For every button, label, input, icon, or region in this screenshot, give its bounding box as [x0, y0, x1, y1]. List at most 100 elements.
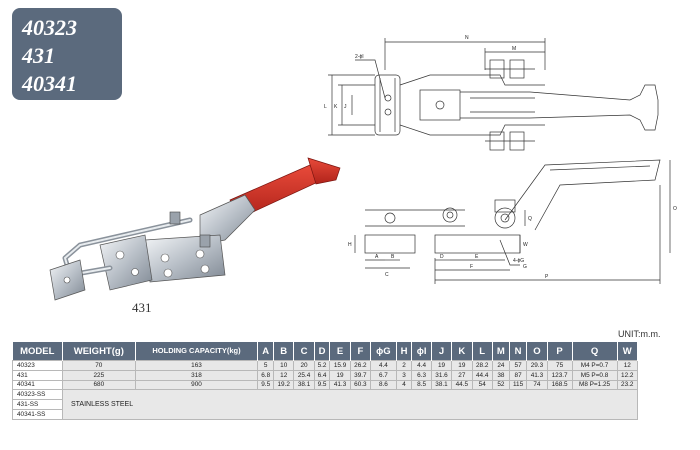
table-cell-model: 40323: [12, 360, 63, 371]
table-cell: 27: [451, 369, 473, 381]
col-header-b: B: [273, 342, 295, 361]
table-cell: M4 P=0.7: [571, 360, 618, 371]
table-cell: 25.4: [293, 369, 315, 381]
table-cell-model: 40341: [12, 379, 63, 391]
table-cell: 9.5: [257, 379, 275, 391]
photo-caption: 431: [132, 300, 152, 315]
col-header-holding-capacity: HOLDING CAPACITY(kg): [135, 342, 259, 361]
table-cell: M8 P=1.25: [571, 379, 618, 391]
table-cell-ss-model: 40323-SS: [12, 389, 63, 401]
dim-label-j: J: [344, 104, 347, 110]
table-cell: 38.1: [430, 379, 453, 391]
dim-label-p: P: [545, 274, 549, 280]
col-header-w: W: [617, 342, 638, 361]
dim-label-b: B: [391, 254, 395, 260]
table-cell-ss-model: 40341-SS: [12, 408, 63, 420]
dim-label-k: K: [334, 104, 338, 110]
table-cell: 44.4: [471, 369, 493, 381]
table-cell: 52: [491, 379, 510, 391]
table-cell: 38.1: [293, 379, 315, 391]
col-header-phi-g: ϕG: [370, 342, 397, 361]
table-cell-model: 431: [12, 369, 63, 381]
table-header-row: MODEL WEIGHT(g) HOLDING CAPACITY(kg) A B…: [12, 342, 638, 361]
dim-label-h: H: [348, 242, 352, 248]
table-cell: 6.7: [370, 369, 397, 381]
col-header-c: C: [293, 342, 315, 361]
table-cell: 8.6: [370, 379, 397, 391]
col-header-d: D: [314, 342, 331, 361]
table-cell: 12: [616, 360, 638, 371]
table-cell: 5.2: [313, 360, 331, 371]
col-header-model: MODEL: [12, 342, 63, 361]
col-header-h: H: [396, 342, 413, 361]
dim-label-c: C: [385, 272, 389, 278]
table-cell-ss-model: 431-SS: [12, 399, 63, 410]
table-cell: 26.2: [349, 360, 372, 371]
table-cell: 163: [134, 360, 259, 371]
table-cell: 54: [471, 379, 493, 391]
spec-table: MODEL WEIGHT(g) HOLDING CAPACITY(kg) A B…: [12, 342, 638, 420]
table-cell: 31.6: [430, 369, 453, 381]
table-cell: 123.7: [546, 369, 573, 381]
dim-label-d: D: [440, 254, 444, 260]
model-number-1: 40323: [22, 15, 77, 40]
table-cell: 87: [508, 369, 528, 381]
table-cell: 39.7: [349, 369, 372, 381]
dim-label-n: N: [465, 35, 469, 41]
model-number-2: 431: [22, 43, 55, 68]
table-cell: 8.5: [411, 379, 432, 391]
col-header-f: F: [350, 342, 372, 361]
table-cell: 4: [395, 379, 413, 391]
model-number-3: 40341: [22, 71, 77, 96]
dim-label-e: E: [475, 254, 479, 260]
table-cell: 57: [508, 360, 528, 371]
col-header-e: E: [329, 342, 351, 361]
table-cell: 15.9: [329, 360, 351, 371]
col-header-j: J: [431, 342, 453, 361]
table-cell: 12: [273, 369, 295, 381]
dim-label-g: G: [523, 264, 527, 270]
col-header-weight: WEIGHT(g): [62, 342, 136, 361]
unit-label: UNIT:m.m.: [618, 329, 661, 339]
dim-label-w: W: [523, 242, 528, 248]
col-header-p: P: [547, 342, 573, 361]
table-cell: 23.2: [616, 379, 638, 391]
model-number-badge: 40323 431 40341: [12, 8, 122, 100]
table-cell: 29.3: [526, 360, 548, 371]
table-cell: 19: [451, 360, 473, 371]
col-header-n: N: [509, 342, 528, 361]
table-cell: 680: [62, 379, 136, 391]
col-header-q: Q: [572, 342, 618, 361]
stainless-steel-note: STAINLESS STEEL: [62, 389, 638, 420]
table-cell: 2: [395, 360, 413, 371]
table-cell: 44.5: [451, 379, 473, 391]
table-cell: 24: [491, 360, 510, 371]
dim-label-m: M: [512, 46, 516, 52]
table-cell: 115: [508, 379, 528, 391]
table-row-stainless: 40341-SS: [12, 408, 638, 420]
col-header-m: M: [492, 342, 510, 361]
dim-label-l: L: [324, 104, 327, 110]
dim-label-2-phi-i: 2-ϕI: [355, 54, 364, 60]
table-cell: 19: [329, 369, 351, 381]
table-cell: 6.4: [313, 369, 331, 381]
table-cell: 12.2: [616, 369, 638, 381]
table-cell: 75: [546, 360, 573, 371]
table-cell: M5 P=0.8: [571, 369, 618, 381]
table-cell: 19: [430, 360, 453, 371]
col-header-k: K: [451, 342, 473, 361]
product-photo: [49, 157, 341, 301]
table-cell: 20: [293, 360, 315, 371]
table-cell: 28.2: [471, 360, 493, 371]
table-cell: 9.5: [313, 379, 331, 391]
dim-label-q: Q: [528, 216, 532, 222]
table-cell: 10: [273, 360, 295, 371]
table-cell: 41.3: [526, 369, 548, 381]
col-header-phi-i: ϕI: [411, 342, 432, 361]
table-cell: 74: [526, 379, 548, 391]
dim-label-f: F: [470, 264, 473, 270]
